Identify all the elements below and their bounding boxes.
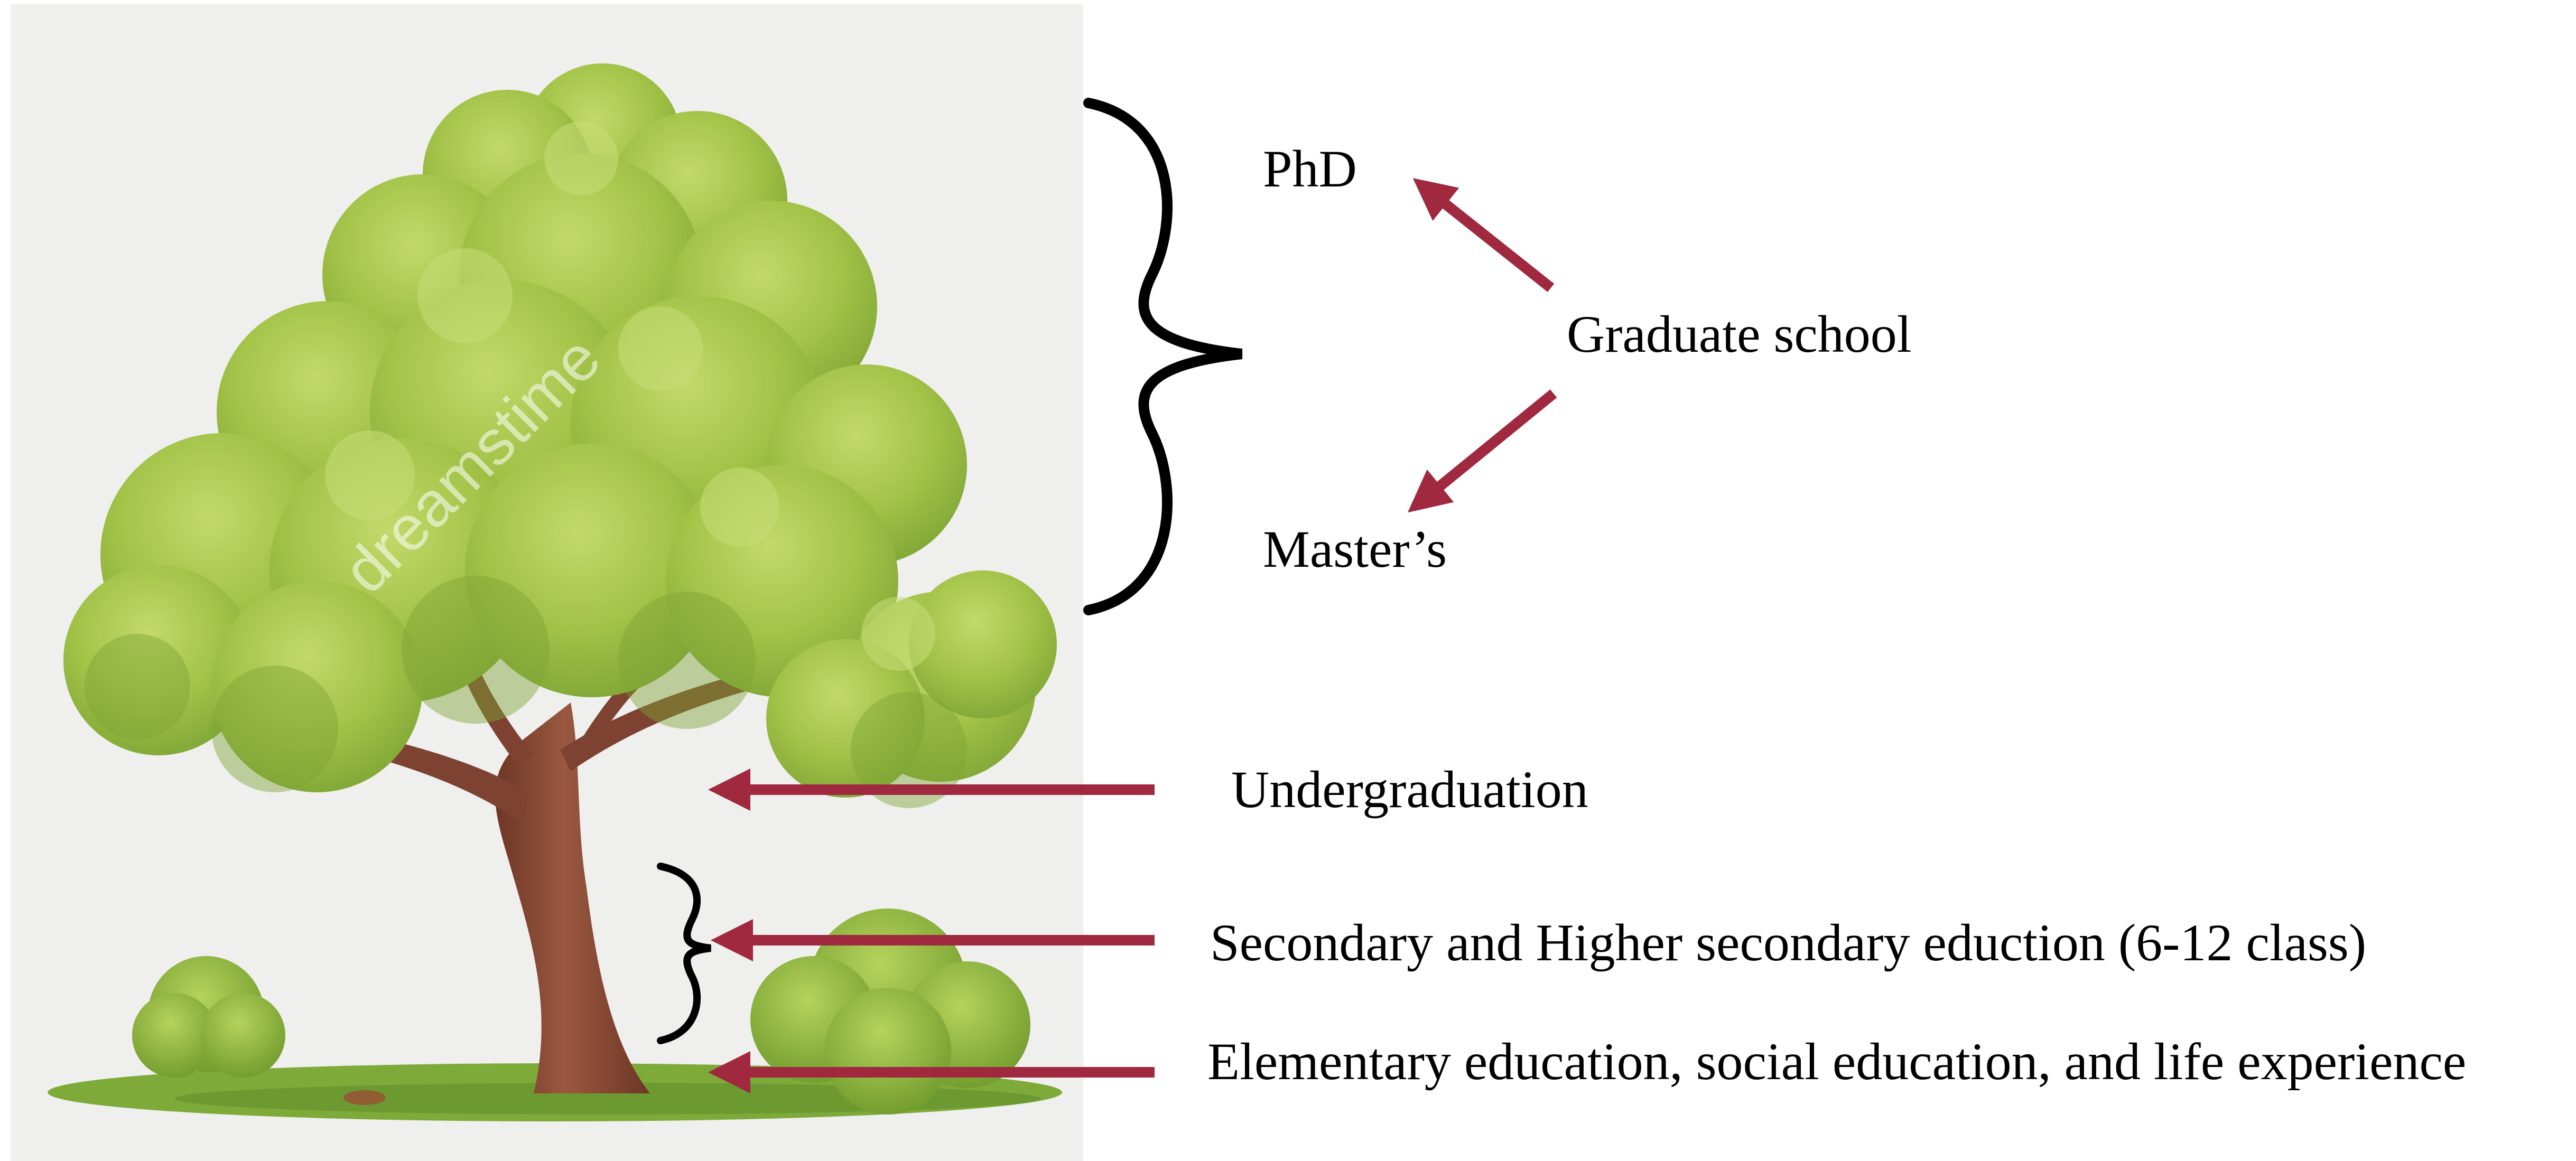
- arrow-to-phd: [1412, 178, 1555, 292]
- label-elementary: Elementary education, social education, …: [1207, 1032, 2467, 1091]
- label-masters: Master’s: [1263, 520, 1447, 578]
- label-undergraduation: Undergraduation: [1231, 760, 1588, 819]
- label-secondary: Secondary and Higher secondary eduction …: [1210, 913, 2367, 972]
- arrow-to-masters: [1408, 389, 1557, 513]
- label-phd: PhD: [1263, 139, 1357, 198]
- tree-canopy-highlights: [325, 121, 935, 671]
- left-bush: [132, 956, 285, 1078]
- ground-dirt: [343, 1090, 386, 1105]
- right-bush: [750, 909, 1030, 1115]
- graduate-brace: [1083, 98, 1243, 615]
- ground-shadow: [174, 1083, 1041, 1115]
- arrows: [708, 178, 1557, 1093]
- school-brace: [657, 863, 711, 1044]
- label-graduate-school: Graduate school: [1567, 305, 1912, 363]
- tree-canopy-shading: [85, 576, 967, 808]
